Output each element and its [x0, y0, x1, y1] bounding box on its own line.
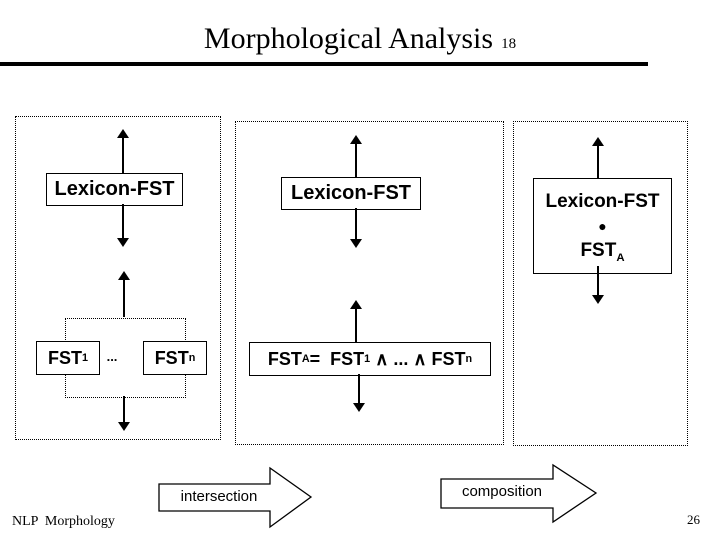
lexicon-fst-box: Lexicon-FST: [46, 173, 183, 206]
fstn-label: FST: [154, 347, 189, 368]
formula-part: FST: [267, 348, 302, 369]
lexicon-fst-label: Lexicon-FST: [545, 190, 660, 212]
arrow-up-icon: [592, 137, 604, 178]
arrow-down-icon: [592, 266, 604, 304]
ellipsis-label: ...: [106, 349, 118, 364]
lexicon-fst-box: Lexicon-FST: [281, 177, 421, 210]
fst1-label: FST: [47, 347, 82, 368]
fsta-label: FSTA: [580, 239, 625, 264]
arrow-down-icon: [118, 396, 130, 431]
title-underline: [0, 62, 648, 66]
arrow-down-icon: [117, 204, 129, 247]
formula-part: = FST: [309, 348, 365, 369]
lexicon-fst-label: Lexicon-FST: [290, 182, 411, 204]
intersection-block-arrow-icon: intersection: [158, 464, 314, 530]
arrow-up-icon: [117, 129, 129, 173]
arrow-up-icon: [350, 300, 362, 342]
composed-fst-box: Lexicon-FST ● FSTA: [533, 178, 672, 274]
fsta-subscript: A: [616, 251, 625, 264]
arrow-up-icon: [118, 271, 130, 317]
page-title: Morphological Analysis 18: [0, 22, 720, 56]
title-text: Morphological Analysis: [203, 22, 494, 55]
composition-label: composition: [461, 483, 543, 500]
panel-composed-fst: Lexicon-FST ● FSTA: [513, 121, 688, 446]
arrow-up-icon: [350, 135, 362, 177]
arrow-down-icon: [350, 208, 362, 248]
composition-dot-icon: ●: [598, 218, 607, 234]
intersection-label: intersection: [180, 488, 258, 505]
footer-course-label: NLP Morphology: [12, 514, 115, 529]
lexicon-fst-label: Lexicon-FST: [54, 178, 175, 200]
title-superscript: 18: [501, 36, 517, 52]
composition-block-arrow-icon: composition: [440, 462, 600, 524]
formula-part: ∧ ... ∧ FST: [370, 348, 466, 369]
slide-number: 26: [687, 512, 700, 527]
arrow-down-icon: [353, 374, 365, 412]
